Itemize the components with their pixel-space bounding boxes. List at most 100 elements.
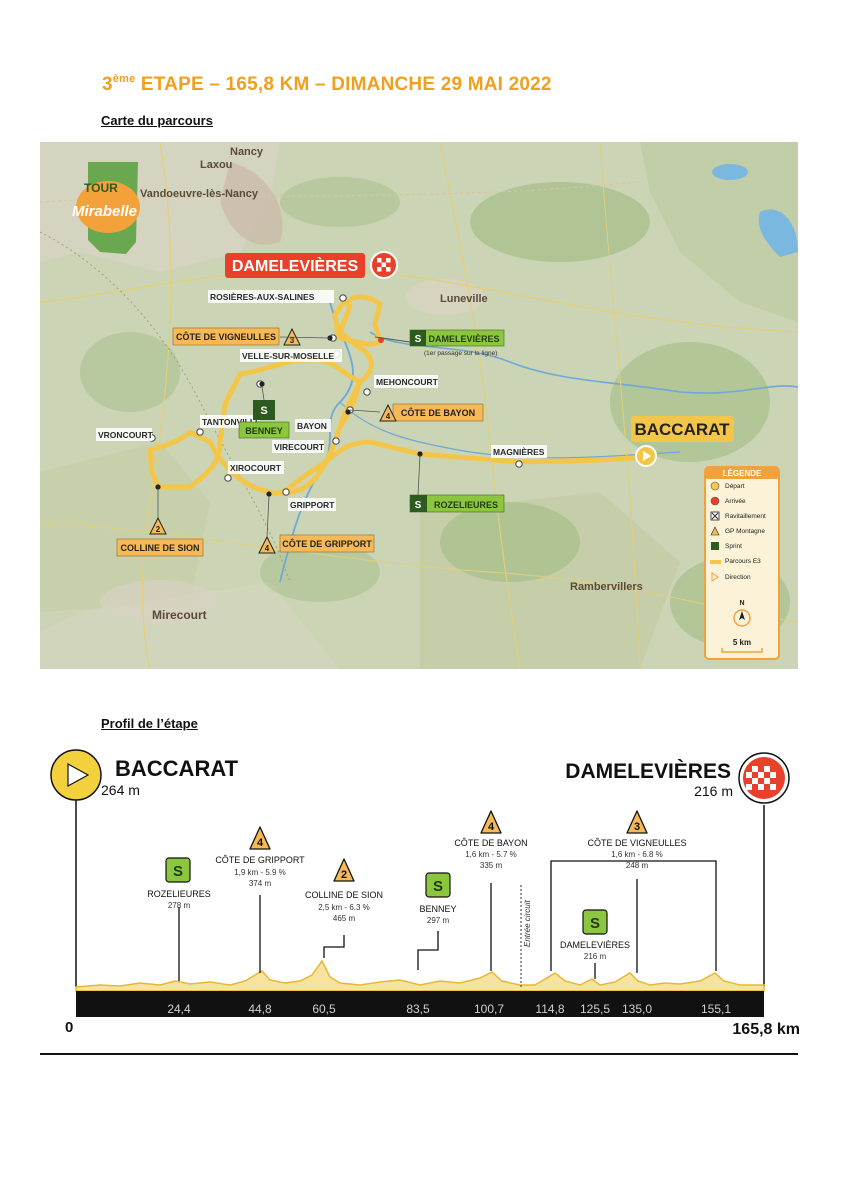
- climb-name: COLLINE DE SION: [305, 890, 383, 900]
- profile-finish-name: DAMELEVIÈRES: [565, 760, 731, 783]
- place-magnieres: MAGNIÈRES: [491, 445, 547, 458]
- svg-text:COLLINE DE SION: COLLINE DE SION: [120, 543, 199, 553]
- place-velle: VELLE-SUR-MOSELLE: [240, 349, 342, 362]
- svg-text:LÉGENDE: LÉGENDE: [723, 469, 762, 478]
- profile-start-name: BACCARAT: [115, 756, 239, 781]
- km-mark: 114,8: [535, 1002, 564, 1016]
- svg-text:MEHONCOURT: MEHONCOURT: [376, 377, 439, 387]
- svg-text:4: 4: [257, 837, 264, 849]
- svg-text:MAGNIÈRES: MAGNIÈRES: [493, 447, 545, 457]
- elevation-area: [75, 959, 765, 992]
- place-bayon: BAYON: [295, 419, 331, 432]
- svg-text:S: S: [590, 915, 600, 932]
- svg-text:BACCARAT: BACCARAT: [634, 420, 730, 439]
- svg-text:Direction: Direction: [725, 574, 751, 581]
- map-legend: LÉGENDE Départ Arrivée Ravitaillement GP…: [704, 466, 780, 660]
- map-section-heading: Carte du parcours: [101, 113, 213, 128]
- climb-alt: 465 m: [333, 914, 356, 923]
- sprint-name: ROZELIEURES: [147, 889, 211, 899]
- svg-text:TANTONVILLE: TANTONVILLE: [202, 417, 261, 427]
- svg-text:5 km: 5 km: [733, 638, 751, 647]
- sprint-name: DAMELEVIÈRES: [560, 940, 630, 950]
- sprint-name: BENNEY: [419, 904, 456, 914]
- place-rosieres: ROSIÈRES-AUX-SALINES: [208, 290, 334, 303]
- climb-name: CÔTE DE VIGNEULLES: [587, 838, 686, 848]
- finish-icon: [738, 752, 790, 804]
- climb-name: CÔTE DE BAYON: [454, 838, 527, 848]
- circuit-entry-label: Entrée circuit: [523, 900, 532, 947]
- svg-text:BENNEY: BENNEY: [245, 426, 283, 436]
- svg-text:VELLE-SUR-MOSELLE: VELLE-SUR-MOSELLE: [242, 351, 334, 361]
- km-mark: 44,8: [248, 1002, 272, 1016]
- km-mark: 155,1: [701, 1002, 731, 1016]
- sprint-alt: 297 m: [427, 916, 450, 925]
- place-xirocourt: XIROCOURT: [228, 461, 284, 474]
- climb-name: CÔTE DE GRIPPORT: [215, 855, 305, 865]
- svg-text:S: S: [415, 334, 422, 345]
- km-mark: 135,0: [622, 1002, 652, 1016]
- town-vandoeuvre: Vandoeuvre-lès-Nancy: [140, 188, 259, 200]
- place-virecourt: VIRECOURT: [272, 440, 325, 453]
- km-mark: 60,5: [312, 1002, 336, 1016]
- svg-text:BAYON: BAYON: [297, 421, 327, 431]
- km-mark: 100,7: [474, 1002, 504, 1016]
- climb-detail: 1,6 km - 6.8 %: [611, 850, 663, 859]
- town-luneville: Luneville: [440, 293, 488, 305]
- svg-text:3: 3: [634, 821, 640, 833]
- place-vroncourt: VRONCOURT: [96, 428, 154, 441]
- town-nancy: Nancy: [230, 146, 264, 158]
- town-mirecourt: Mirecourt: [152, 608, 207, 622]
- svg-text:VRONCOURT: VRONCOURT: [98, 430, 154, 440]
- svg-text:CÔTE DE VIGNEULLES: CÔTE DE VIGNEULLES: [176, 331, 276, 342]
- climb-icon: 3: [626, 810, 648, 834]
- svg-text:GRIPPORT: GRIPPORT: [290, 500, 335, 510]
- svg-text:S: S: [260, 405, 267, 417]
- sprint-alt: 278 m: [168, 901, 191, 910]
- climb-icon: 4: [249, 826, 271, 850]
- svg-text:N: N: [739, 600, 744, 607]
- start-icon: [50, 749, 102, 801]
- svg-text:Ravitaillement: Ravitaillement: [725, 513, 766, 520]
- sprint-alt: 216 m: [584, 952, 607, 961]
- place-gripport: GRIPPORT: [288, 498, 336, 511]
- climb-detail: 1,6 km - 5.7 %: [465, 850, 517, 859]
- profile-start-alt: 264 m: [101, 782, 140, 798]
- svg-text:ROZELIEURES: ROZELIEURES: [434, 500, 498, 510]
- climb-sion: COLLINE DE SION 2: [116, 516, 204, 557]
- svg-text:2: 2: [156, 525, 161, 534]
- climb-detail: 2,5 km - 6.3 %: [318, 903, 370, 912]
- svg-text:CÔTE DE GRIPPORT: CÔTE DE GRIPPORT: [282, 538, 372, 549]
- bottom-rule: [40, 1053, 798, 1055]
- town-laxou: Laxou: [200, 159, 232, 171]
- svg-text:S: S: [173, 863, 183, 880]
- climb-alt: 374 m: [249, 879, 272, 888]
- town-rambervillers: Rambervillers: [570, 581, 643, 593]
- svg-text:Parcours E3: Parcours E3: [725, 558, 761, 565]
- svg-text:TOUR: TOUR: [84, 181, 118, 195]
- svg-text:Départ: Départ: [725, 483, 745, 490]
- stage-title: 3ème ETAPE – 165,8 KM – DIMANCHE 29 MAI …: [102, 73, 552, 95]
- km-mark: 24,4: [167, 1002, 191, 1016]
- svg-text:GP Montagne: GP Montagne: [725, 528, 765, 535]
- stage-profile: BACCARAT 264 m DAMELEVIÈRES 216 m Entrée…: [40, 735, 800, 1045]
- svg-text:Mirabelle: Mirabelle: [72, 203, 137, 220]
- sprint-damelevieres: ROSIÈRES-AUX-SALINES S DAMELEVIÈRES (1er…: [409, 329, 505, 357]
- svg-text:S: S: [415, 500, 422, 511]
- sprint-benney: S BENNEY: [238, 400, 290, 439]
- svg-text:XIROCOURT: XIROCOURT: [230, 463, 282, 473]
- km-end: 165,8 km: [732, 1021, 800, 1038]
- sprint-icon: S: [425, 872, 451, 898]
- profile-finish-alt: 216 m: [694, 783, 733, 799]
- svg-text:VIRECOURT: VIRECOURT: [274, 442, 325, 452]
- climb-icon: 2: [333, 858, 355, 882]
- svg-text:2: 2: [341, 869, 347, 881]
- svg-text:4: 4: [265, 544, 270, 553]
- svg-text:(1er passage sur la ligne): (1er passage sur la ligne): [424, 350, 497, 357]
- start-banner: BACCARAT: [631, 416, 734, 467]
- climb-gripport: CÔTE DE GRIPPORT 4: [258, 534, 375, 554]
- route-map: Laxou Nancy Vandoeuvre-lès-Nancy Lunevil…: [40, 142, 798, 669]
- climb-bayon: CÔTE DE BAYON 4: [379, 403, 484, 422]
- km-start: 0: [65, 1019, 73, 1036]
- km-mark: 83,5: [406, 1002, 430, 1016]
- sprint-icon: S: [582, 909, 608, 935]
